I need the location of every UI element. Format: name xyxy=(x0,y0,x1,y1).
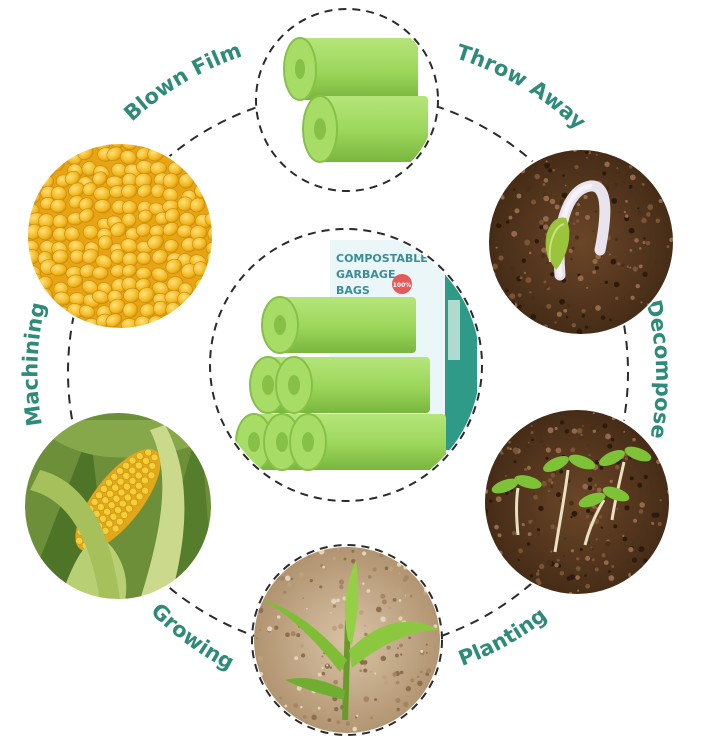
corn-kernels-image xyxy=(27,143,213,329)
stage-label-decompose: Decompose xyxy=(641,298,675,441)
sprout-image xyxy=(488,149,674,335)
corn-kernels-border xyxy=(26,142,214,330)
stage-label-throw-away: Throw Away xyxy=(453,40,590,134)
stage-label-planting: Planting xyxy=(455,603,551,671)
seedlings-image xyxy=(484,409,670,595)
box-badge xyxy=(392,274,412,294)
young-plant-image xyxy=(254,547,440,733)
blown-film-image xyxy=(258,11,436,189)
stage-label-growing: Growing xyxy=(146,598,238,674)
box-text-line-3: BAGS xyxy=(336,284,370,297)
stage-label-machining: Machining xyxy=(18,300,50,428)
roll-stack xyxy=(235,296,446,471)
corn-cob-border xyxy=(23,411,213,601)
stage-label-blown-film: Blown Film xyxy=(119,38,244,126)
box-badge-text: 100% xyxy=(393,282,412,289)
box-text-line-2: GARBAGE xyxy=(336,268,395,281)
young-plant-border xyxy=(251,544,443,736)
sprout-border xyxy=(487,148,675,336)
box-text-line-1: COMPOSTABLE xyxy=(336,252,428,265)
seedlings-border xyxy=(483,408,671,596)
corn-cob-image xyxy=(24,412,212,600)
